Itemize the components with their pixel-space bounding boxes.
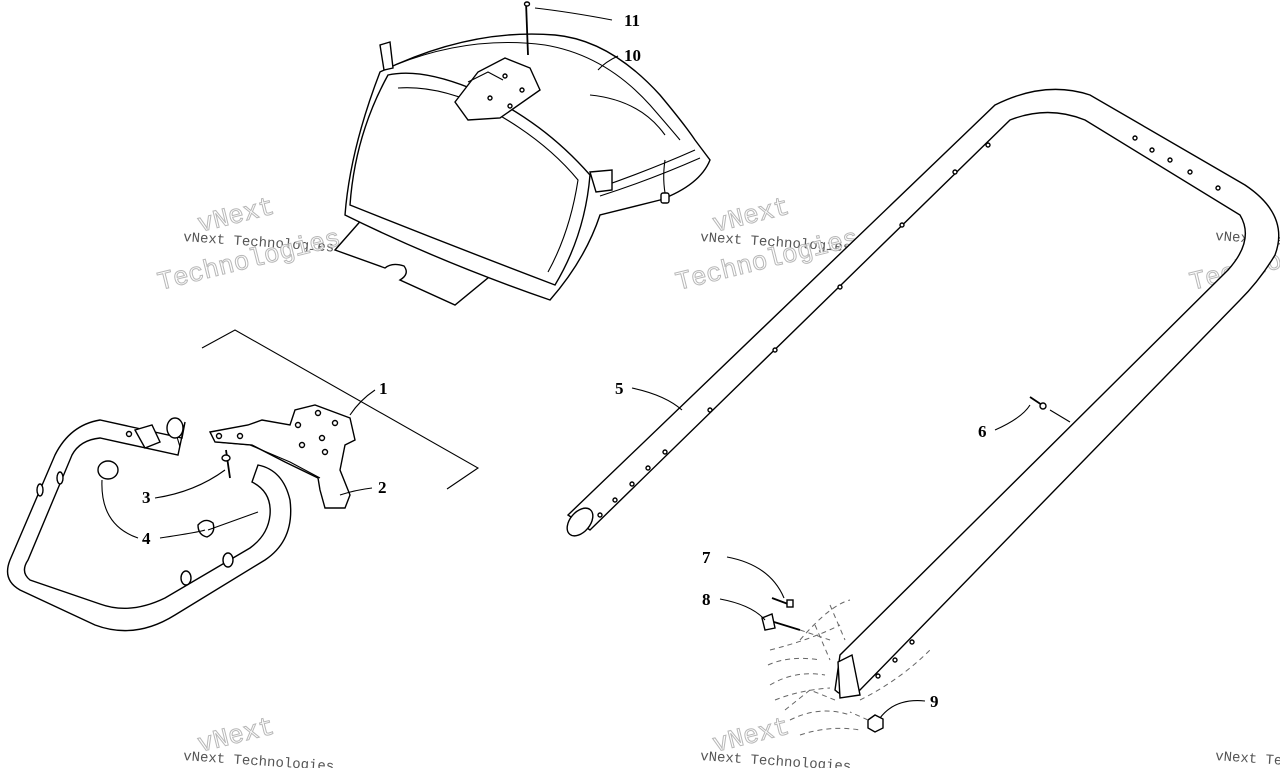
callout-9: 9 [930, 692, 939, 711]
svg-text:vNext Technologies: vNext Technologies [1215, 749, 1280, 768]
assembly-bracket-outline [201, 329, 480, 490]
watermark-left-bottom: vNext vNext Technologies [183, 711, 335, 768]
callout-3: 3 [142, 488, 151, 507]
storage-bag-part [333, 33, 711, 306]
callout-1: 1 [379, 379, 388, 398]
nut-part-9 [849, 711, 884, 733]
handle-loop-part [6, 417, 292, 632]
pin-part-6 [1029, 396, 1071, 423]
mount-bracket-part-2 [208, 404, 356, 509]
leader-lines [101, 7, 1031, 719]
screw-part-8 [761, 613, 831, 641]
callout-4: 4 [142, 529, 151, 548]
mount-hardware-area [761, 597, 931, 736]
watermark-mid-bottom: vNext vNext Technologies [700, 711, 852, 768]
screw-part-11 [523, 1, 531, 56]
callout-2: 2 [378, 478, 387, 497]
handle-frame-part-5 [566, 88, 1280, 699]
callout-6: 6 [978, 422, 987, 441]
callout-11: 11 [624, 11, 640, 30]
bolt-part-3 [221, 449, 231, 479]
callout-7: 7 [702, 548, 711, 567]
callout-labels: 11 10 1 2 3 4 5 6 7 8 9 [142, 11, 987, 711]
svg-text:vNext Technologies: vNext Technologies [183, 749, 335, 768]
watermark-right-bottom: vNext Technologies [1215, 749, 1280, 768]
bolt-part-7 [771, 597, 794, 608]
callout-8: 8 [702, 590, 711, 609]
svg-text:vNext Technologies: vNext Technologies [700, 749, 852, 768]
frame-holes [597, 135, 1221, 679]
callout-10: 10 [624, 46, 641, 65]
cap-part-4 [97, 460, 215, 538]
callout-5: 5 [615, 379, 624, 398]
watermark-left-top: vNext vNext Technologies Technologies [154, 191, 344, 298]
